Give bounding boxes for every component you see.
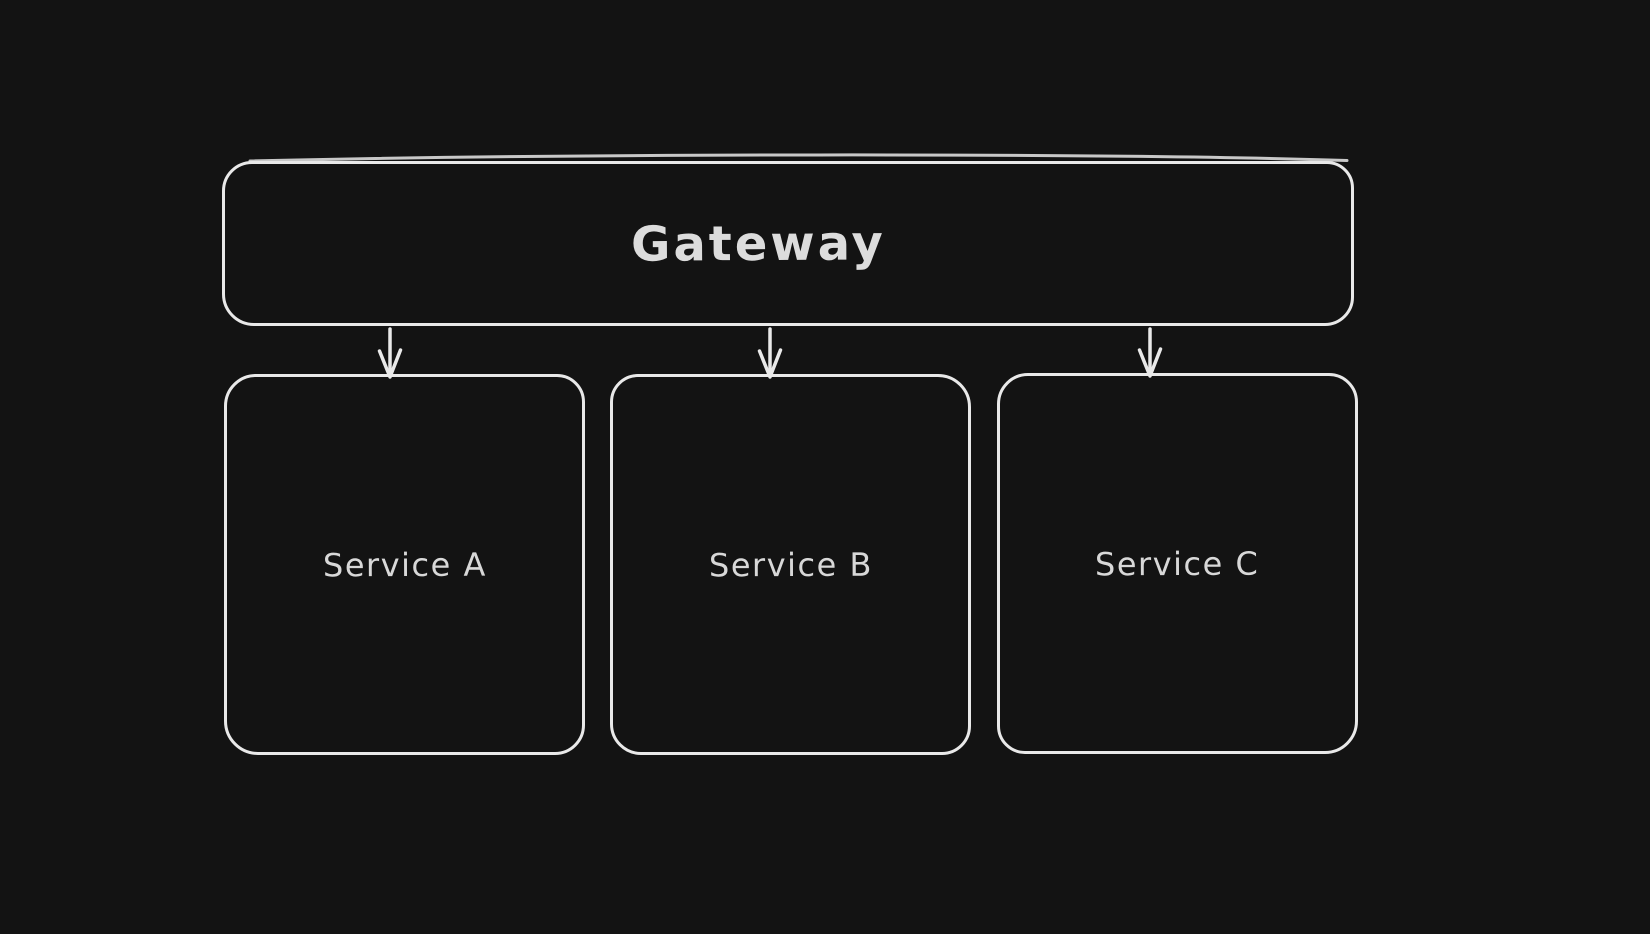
- node-service-a[interactable]: Service A: [224, 374, 585, 755]
- node-service-c-label: Service C: [1095, 544, 1260, 583]
- arrow-gateway-to-service-b[interactable]: [757, 327, 783, 379]
- node-service-b-label: Service B: [708, 545, 873, 584]
- node-service-a-label: Service A: [322, 545, 487, 584]
- node-service-c[interactable]: Service C: [997, 373, 1358, 754]
- node-gateway-label: Gateway: [630, 214, 886, 273]
- arrow-gateway-to-service-c[interactable]: [1137, 327, 1163, 378]
- arrow-gateway-to-service-a[interactable]: [377, 327, 403, 379]
- node-gateway[interactable]: Gateway: [222, 161, 1354, 326]
- node-service-b[interactable]: Service B: [610, 374, 971, 755]
